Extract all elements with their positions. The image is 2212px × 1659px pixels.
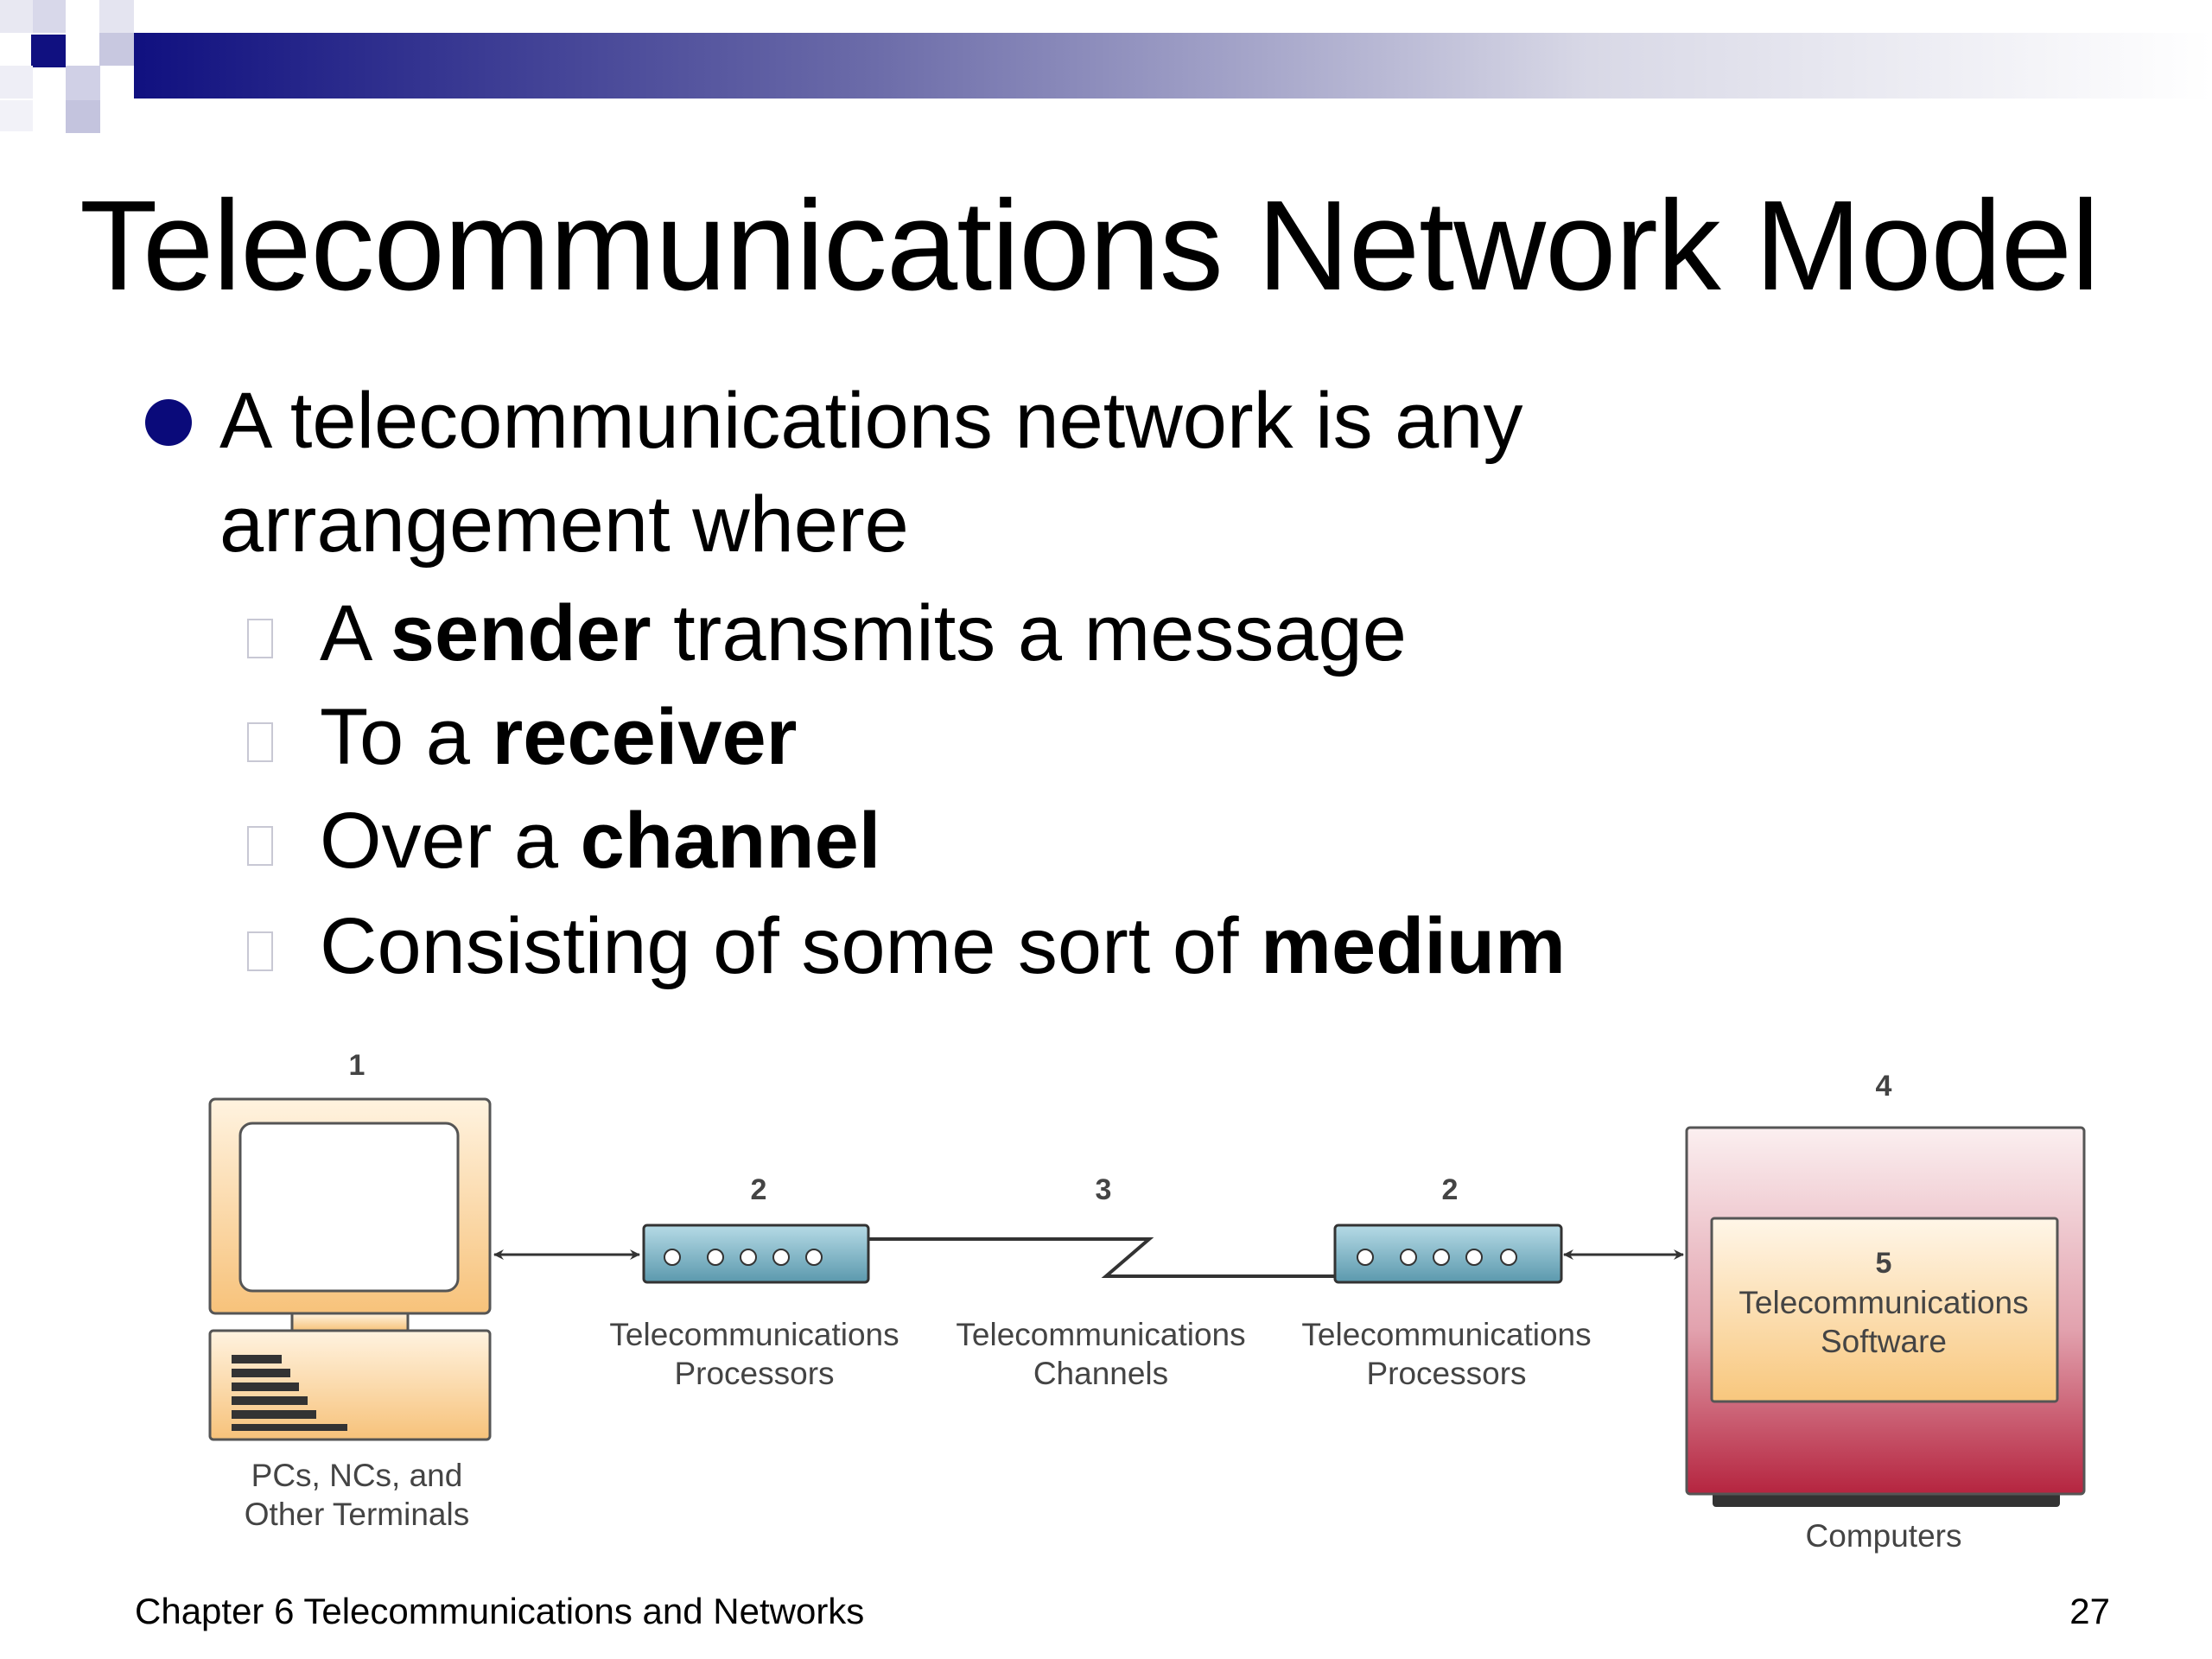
- terminal-icon: [208, 1097, 492, 1441]
- keyboard-keys: [232, 1355, 347, 1431]
- bullet-dot-icon: [145, 399, 192, 446]
- processor-left-group: 2 Telecommunications Processors: [609, 1173, 899, 1391]
- computer-group: 4 5 Telecommunications Software Computer…: [1685, 1070, 2086, 1554]
- processor-right-group: 2 Telecommunications Processors: [1301, 1173, 1591, 1391]
- processor-right-number: 2: [1442, 1173, 1459, 1206]
- processor-left-label-line-2: Processors: [674, 1356, 834, 1391]
- term-sender: sender: [390, 589, 652, 677]
- software-group: 5 Telecommunications Software: [1710, 1217, 2059, 1403]
- term-channel: channel: [580, 797, 881, 885]
- channel-number: 3: [1096, 1173, 1112, 1206]
- subbullet-text: To a receiver: [320, 693, 798, 781]
- channel-label-line-1: Telecommunications: [956, 1317, 1245, 1352]
- subbullet-sender: A sender transmits a message: [247, 586, 1975, 681]
- terminal-number: 1: [349, 1049, 365, 1082]
- square-bullet-icon: [247, 619, 273, 658]
- banner-bar: [134, 33, 2212, 99]
- channel-line: [868, 1237, 1335, 1278]
- channel-group: 3 Telecommunications Channels: [868, 1173, 1335, 1391]
- footer-chapter-title: Chapter 6 Telecommunications and Network…: [135, 1591, 865, 1631]
- processor-left-label-line-1: Telecommunications: [609, 1317, 899, 1352]
- processor-right-icon: [1333, 1224, 1563, 1284]
- bullet-text-line-1: A telecommunications network is any: [219, 377, 1523, 465]
- software-label-line-1: Telecommunications: [1738, 1285, 2028, 1320]
- computer-label: Computers: [1806, 1518, 1962, 1554]
- square-bullet-icon: [247, 931, 273, 971]
- term-medium: medium: [1261, 902, 1566, 990]
- channel-label-line-2: Channels: [1033, 1356, 1168, 1391]
- computer-number: 4: [1876, 1070, 1892, 1103]
- terminal-label-line-2: Other Terminals: [245, 1497, 469, 1532]
- term-receiver: receiver: [492, 693, 798, 781]
- software-number: 5: [1876, 1247, 1892, 1280]
- bullet-text-line-2: arrangement where: [219, 480, 909, 569]
- subbullet-medium: Consisting of some sort of medium: [247, 899, 1975, 994]
- subbullet-text: Over a channel: [320, 797, 881, 885]
- slide-title: Telecommunications Network Model: [79, 175, 2100, 317]
- processor-right-label-line-2: Processors: [1366, 1356, 1526, 1391]
- subbullet-receiver: To a receiver: [247, 690, 1975, 785]
- subbullet-channel: Over a channel: [247, 793, 1975, 888]
- header-banner: [0, 0, 2212, 133]
- square-bullet-icon: [247, 826, 273, 866]
- subbullet-text: Consisting of some sort of medium: [320, 902, 1566, 990]
- terminal-group: 1 PCs, NCs, and Other Terminals: [208, 1049, 492, 1532]
- processor-left-icon: [642, 1224, 870, 1284]
- page-number: 27: [2069, 1591, 2110, 1631]
- processor-right-label-line-1: Telecommunications: [1301, 1317, 1591, 1352]
- software-box: [1710, 1217, 2059, 1403]
- software-label-line-2: Software: [1821, 1324, 1947, 1359]
- square-bullet-icon: [247, 722, 273, 762]
- banner-squares-logo: [0, 0, 134, 133]
- subbullet-text: A sender transmits a message: [320, 589, 1407, 677]
- processor-left-number: 2: [751, 1173, 767, 1206]
- network-model-diagram: 1 PCs, NCs, and Other Terminals 2: [208, 1049, 2086, 1554]
- terminal-label-line-1: PCs, NCs, and: [251, 1458, 463, 1493]
